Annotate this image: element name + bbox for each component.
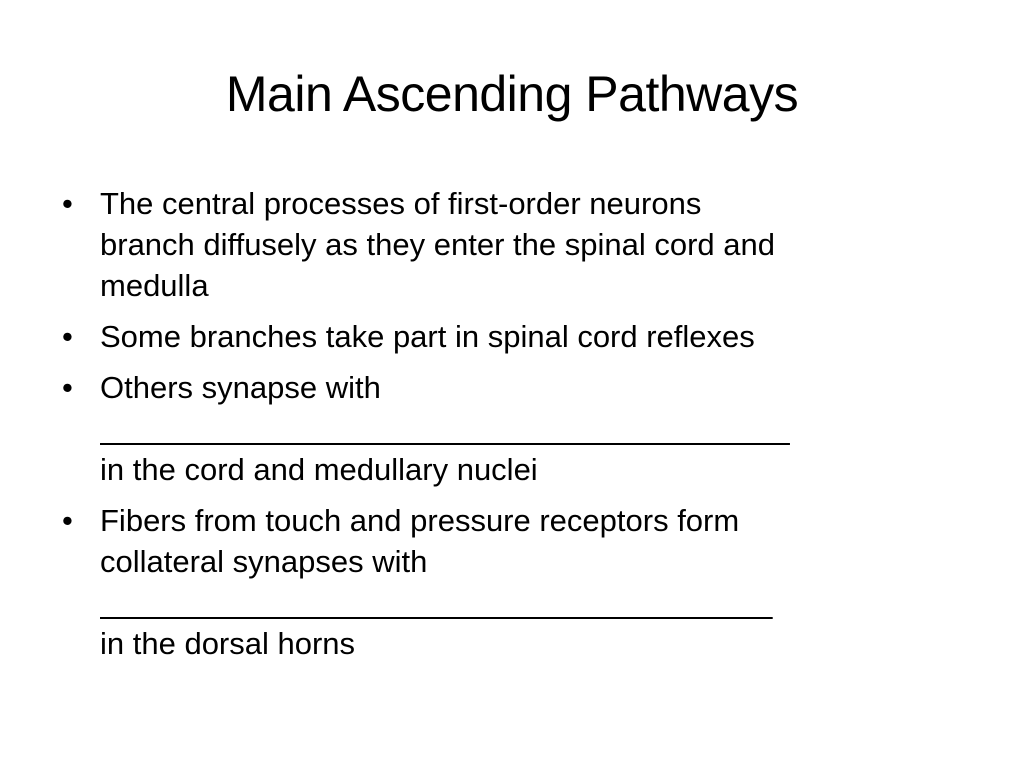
bullet-text-line: Others synapse with xyxy=(100,370,381,405)
bullet-text-line: collateral synapses with xyxy=(100,544,428,579)
bullet-dot: • xyxy=(62,319,73,354)
bullet-text-line: branch diffusely as they enter the spina… xyxy=(100,227,775,262)
bullet-item-spinal-reflexes: • Some branches take part in spinal cord… xyxy=(62,316,962,357)
bullet-item-touch-pressure-fibers: • Fibers from touch and pressure recepto… xyxy=(62,500,962,664)
slide-title: Main Ascending Pathways xyxy=(225,66,799,122)
fill-in-blank-line: _______________________________________ xyxy=(100,585,773,620)
bullet-text-line: in the cord and medullary nuclei xyxy=(100,452,538,487)
bullet-item-others-synapse: • Others synapse with __________________… xyxy=(62,367,962,490)
bullet-dot: • xyxy=(62,370,73,405)
bullet-text-line: Some branches take part in spinal cord r… xyxy=(100,319,755,354)
bullet-text-line: medulla xyxy=(100,268,209,303)
bullet-list: • The central processes of first-order n… xyxy=(62,183,962,674)
bullet-text-line: in the dorsal horns xyxy=(100,626,356,661)
bullet-text-line: The central processes of first-order neu… xyxy=(100,186,702,221)
bullet-item-central-processes: • The central processes of first-order n… xyxy=(62,183,962,306)
bullet-dot: • xyxy=(62,503,73,538)
bullet-text-line: Fibers from touch and pressure receptors… xyxy=(100,503,740,538)
bullet-dot: • xyxy=(62,186,73,221)
fill-in-blank-line: ________________________________________ xyxy=(100,411,790,446)
